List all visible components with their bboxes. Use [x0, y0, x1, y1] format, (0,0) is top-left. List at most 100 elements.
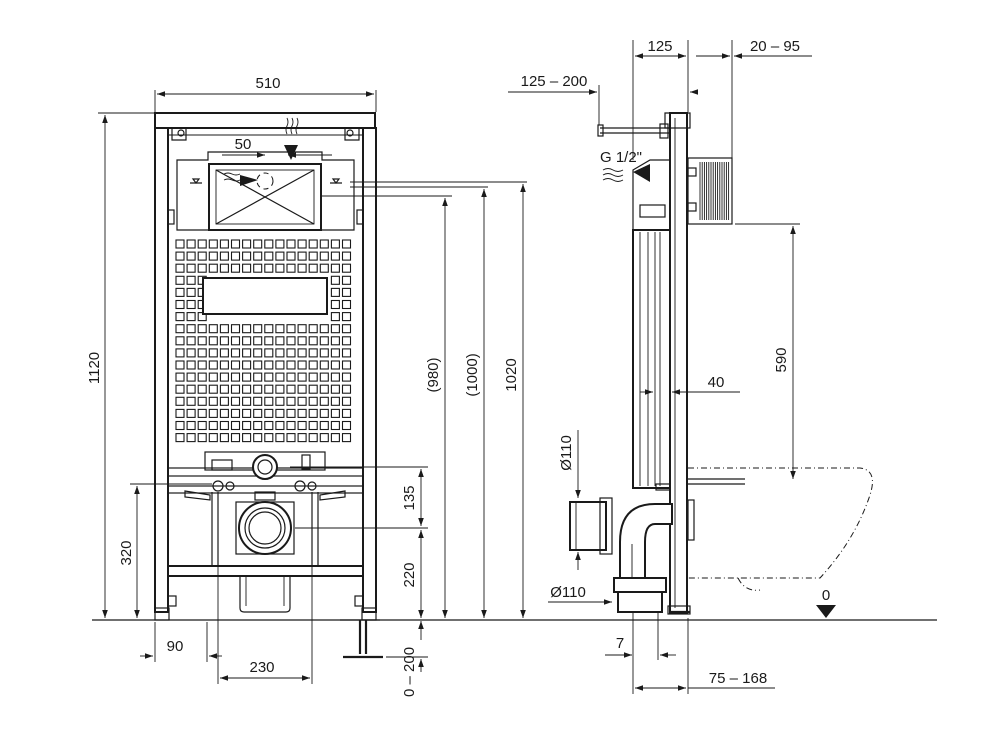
dim-50: 50 — [235, 136, 252, 153]
mesh-cell — [219, 336, 229, 346]
mesh-cell — [297, 324, 307, 334]
mesh-cell — [208, 251, 218, 261]
mesh-cell — [297, 420, 307, 431]
mesh-cell — [275, 433, 285, 443]
mesh-cell — [208, 324, 218, 334]
mesh-cell — [264, 251, 274, 261]
mesh-cell — [330, 312, 340, 322]
mesh-cell — [208, 239, 218, 249]
mesh-cell — [253, 348, 263, 358]
mesh-window — [202, 277, 328, 315]
dim-40: 40 — [708, 374, 725, 391]
dim-0-200: 0 – 200 — [401, 647, 418, 697]
mesh-cell — [264, 324, 274, 334]
mesh-cell — [197, 251, 207, 261]
mesh-cell — [330, 299, 340, 310]
frame-bottom-bar — [167, 565, 364, 577]
mesh-cell — [175, 336, 185, 346]
mesh-cell — [175, 360, 185, 370]
mesh-cell — [219, 263, 229, 273]
mesh-cell — [219, 408, 229, 418]
mesh-cell — [175, 251, 185, 261]
mesh-cell — [330, 324, 340, 334]
dim-dia110-bottom: Ø110 — [550, 584, 586, 601]
mesh-cell — [341, 324, 352, 334]
mesh-cell — [341, 287, 352, 297]
mesh-cell — [275, 396, 285, 406]
frame-right-upright — [362, 127, 377, 613]
mesh-cell — [275, 251, 285, 261]
mesh-cell — [330, 348, 340, 358]
drain-outlet — [238, 501, 292, 555]
dim-1120: 1120 — [86, 352, 103, 384]
mesh-cell — [319, 396, 329, 406]
mesh-cell — [308, 433, 318, 443]
mesh-cell — [286, 384, 296, 394]
mesh-cell — [242, 251, 252, 261]
mesh-cell — [219, 348, 229, 358]
mesh-cell — [275, 384, 285, 394]
mesh-cell — [186, 384, 196, 394]
mesh-cell — [286, 348, 296, 358]
side-cistern — [632, 229, 671, 489]
mesh-cell — [208, 348, 218, 358]
mesh-cell — [319, 239, 329, 249]
mesh-cell — [219, 420, 229, 431]
mesh-cell — [186, 324, 196, 334]
mesh-cell — [330, 239, 340, 249]
mesh-cell — [330, 384, 340, 394]
mesh-cell — [186, 396, 196, 406]
mesh-cell — [175, 312, 185, 322]
mesh-cell — [330, 251, 340, 261]
mesh-cell — [197, 433, 207, 443]
mesh-cell — [308, 348, 318, 358]
mesh-cell — [341, 420, 352, 431]
mesh-cell — [197, 239, 207, 249]
mesh-cell — [242, 239, 252, 249]
mesh-cell — [186, 372, 196, 382]
mesh-cell — [253, 396, 263, 406]
mesh-cell — [208, 420, 218, 431]
mesh-cell — [186, 251, 196, 261]
mesh-cell — [197, 360, 207, 370]
mesh-cell — [286, 408, 296, 418]
mesh-cell — [197, 372, 207, 382]
mesh-cell — [275, 408, 285, 418]
mesh-cell — [175, 348, 185, 358]
mesh-cell — [175, 433, 185, 443]
mesh-cell — [297, 433, 307, 443]
floor-zero-label: 0 — [822, 587, 830, 604]
mesh-cell — [297, 384, 307, 394]
mesh-panel — [175, 239, 352, 443]
mesh-cell — [341, 336, 352, 346]
mesh-cell — [186, 312, 196, 322]
dim-20-95: 20 – 95 — [750, 38, 800, 55]
mesh-cell — [242, 360, 252, 370]
drain-bend — [239, 576, 291, 613]
mesh-cell — [308, 336, 318, 346]
mesh-cell — [208, 336, 218, 346]
mesh-cell — [186, 360, 196, 370]
mesh-cell — [319, 336, 329, 346]
mesh-cell — [275, 420, 285, 431]
mesh-cell — [330, 372, 340, 382]
mesh-cell — [230, 348, 241, 358]
side-view: 125 20 – 95 125 – 200 G 1/2" 40 590 Ø110… — [508, 38, 873, 694]
mesh-cell — [175, 420, 185, 431]
mesh-cell — [330, 396, 340, 406]
mesh-cell — [186, 239, 196, 249]
mesh-cell — [264, 372, 274, 382]
mesh-cell — [319, 372, 329, 382]
mesh-cell — [330, 360, 340, 370]
mesh-cell — [208, 396, 218, 406]
mesh-cell — [341, 372, 352, 382]
mesh-cell — [219, 396, 229, 406]
mesh-cell — [186, 263, 196, 273]
mesh-cell — [297, 348, 307, 358]
mesh-cell — [264, 348, 274, 358]
mesh-cell — [230, 433, 241, 443]
mesh-cell — [197, 263, 207, 273]
left-foot — [154, 607, 170, 621]
mesh-cell — [242, 408, 252, 418]
